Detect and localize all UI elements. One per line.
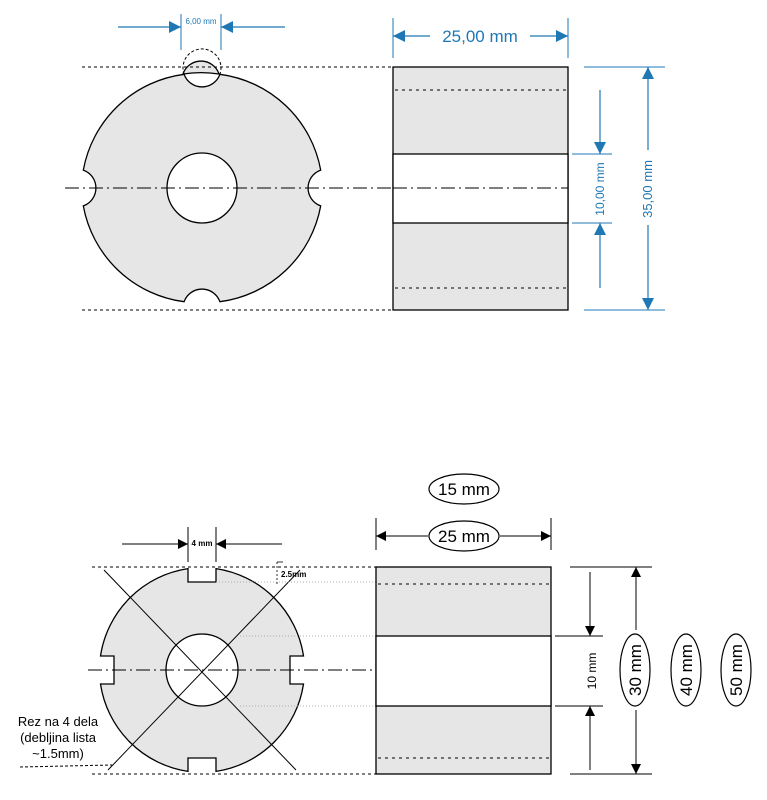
top-notch-dashed-circle (182, 48, 222, 75)
bottom-side-bore (375, 635, 552, 707)
bottom-diameter-option-2-ellipse (670, 633, 702, 707)
bottom-slot-width-label: 4 mm (192, 539, 213, 548)
top-diameter-label: 35,00 mm (640, 160, 655, 218)
bottom-cut-note-leader (19, 764, 113, 768)
bottom-diameter-option-2: 40 mm (677, 644, 696, 696)
top-notch-width-label: 6,00 mm (185, 17, 216, 26)
bottom-diameter-option-1-ellipse (619, 633, 651, 707)
bottom-bore-dimension: 10 mm (555, 572, 603, 770)
bottom-diameter-option-1: 30 mm (626, 644, 645, 696)
bottom-cut-note-line-3: ~1.5mm) (32, 746, 84, 761)
top-bore-circle (166, 152, 238, 224)
bottom-diameter-option-3-ellipse (720, 633, 752, 707)
bottom-drawing: 4 mm 2.5mm Rez na 4 dela (debljina lista… (18, 473, 752, 775)
bottom-cut-note: Rez na 4 dela (debljina lista ~1.5mm) (18, 714, 113, 768)
bottom-bore-label: 10 mm (585, 653, 599, 690)
bottom-front-view (88, 566, 548, 775)
top-bore-dimension: 10,00 mm (572, 90, 612, 288)
top-notch-width-dimension: 6,00 mm (118, 14, 285, 50)
top-length-dimension: 25,00 mm (392, 18, 569, 58)
bottom-side-view (375, 566, 552, 775)
bottom-length-dimension: 15 mm 25 mm (375, 473, 552, 552)
bottom-slot-depth-dimension: 2.5mm (276, 561, 306, 585)
bottom-slot-depth-label: 2.5mm (281, 570, 306, 579)
bottom-diameter-option-3: 50 mm (727, 644, 746, 696)
top-length-label: 25,00 mm (442, 27, 518, 46)
bottom-length-option-2-ellipse (428, 520, 500, 552)
bottom-length-option-2: 25 mm (438, 527, 490, 546)
top-diameter-dimension: 35,00 mm (584, 66, 665, 311)
top-bushing-outline (182, 60, 220, 75)
top-side-view (392, 66, 569, 311)
bottom-cut-line-1 (103, 569, 297, 771)
bottom-cut-note-line-2: (debljina lista (20, 730, 97, 745)
bottom-diameter-dimension: 30 mm 40 mm 50 mm (570, 566, 752, 775)
bottom-slot-width-dimension: 4 mm (122, 527, 282, 562)
bottom-cut-note-line-1: Rez na 4 dela (18, 714, 99, 729)
top-drawing: 6,00 mm 25,00 mm 10,00 mm (65, 14, 665, 311)
bottom-length-option-1: 15 mm (438, 480, 490, 499)
top-bore-label: 10,00 mm (593, 162, 607, 215)
top-front-view (65, 48, 392, 311)
bottom-length-option-1-ellipse (428, 473, 500, 505)
